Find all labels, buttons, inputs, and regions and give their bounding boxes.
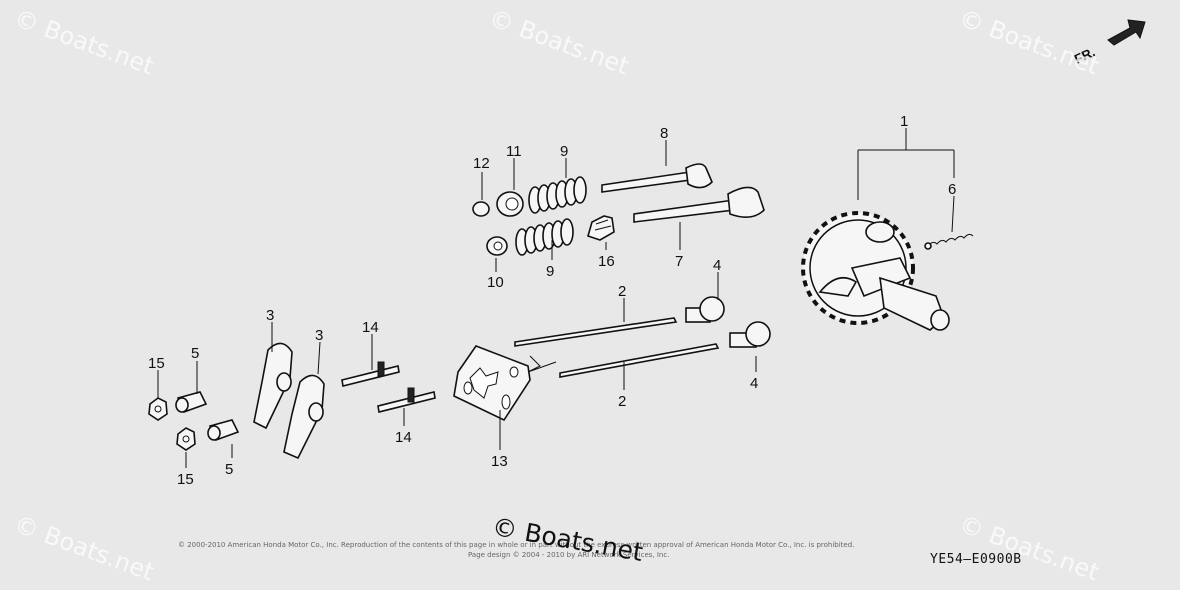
pivot-upper-part[interactable] [175, 391, 208, 414]
callout-1[interactable]: 1 [900, 113, 908, 130]
callout-7[interactable]: 7 [675, 253, 683, 270]
stud-upper-part[interactable] [341, 361, 400, 387]
callout-12[interactable]: 12 [473, 155, 490, 172]
callout-14-upper[interactable]: 14 [362, 319, 379, 336]
tappet-upper-part[interactable] [685, 296, 725, 323]
page-design-line: Page design © 2004 - 2010 by ARI Network… [468, 551, 670, 559]
callout-9-upper[interactable]: 9 [560, 143, 568, 160]
callout-14-lower[interactable]: 14 [395, 429, 412, 446]
valve-spring-upper-part[interactable] [528, 176, 587, 214]
callout-4-upper[interactable]: 4 [713, 257, 721, 274]
decompressor-spring-part[interactable] [924, 233, 974, 250]
tappet-lower-part[interactable] [729, 321, 771, 348]
callout-10[interactable]: 10 [487, 274, 504, 291]
callout-15-lower[interactable]: 15 [177, 471, 194, 488]
leader-lines [157, 128, 955, 468]
callout-6[interactable]: 6 [948, 181, 956, 198]
callout-3-lower[interactable]: 3 [315, 327, 323, 344]
callout-13[interactable]: 13 [491, 453, 508, 470]
callout-4-lower[interactable]: 4 [750, 375, 758, 392]
callout-11[interactable]: 11 [506, 143, 522, 160]
push-rod-lower-part[interactable] [559, 343, 720, 378]
diagram-code: YE54—E0900B [930, 552, 1022, 567]
spring-retainer-part[interactable] [496, 191, 524, 217]
callout-3-upper[interactable]: 3 [266, 307, 274, 324]
callout-9-lower[interactable]: 9 [546, 263, 554, 280]
callout-labels: 1 2 2 3 3 4 4 5 5 6 7 8 9 9 10 11 12 13 … [148, 113, 956, 488]
stud-lower-part[interactable] [377, 387, 436, 413]
rocker-nut-upper-part[interactable] [148, 397, 168, 421]
callout-5-lower[interactable]: 5 [225, 461, 233, 478]
spring-retainer-lower-part[interactable] [486, 236, 508, 256]
callout-8[interactable]: 8 [660, 125, 668, 142]
break-symbol [527, 355, 557, 373]
push-rod-upper-part[interactable] [514, 317, 678, 347]
callout-16[interactable]: 16 [598, 253, 615, 270]
rocker-nut-lower-part[interactable] [176, 427, 196, 451]
exhaust-valve-part[interactable] [601, 163, 713, 193]
rocker-arm-lower-part[interactable] [283, 374, 325, 460]
callout-2-upper[interactable]: 2 [618, 283, 626, 300]
callout-5-upper[interactable]: 5 [191, 345, 199, 362]
callout-15-upper[interactable]: 15 [148, 355, 165, 372]
valve-spring-lower-part[interactable] [515, 218, 574, 256]
pivot-lower-part[interactable] [207, 419, 240, 442]
stem-seal-part[interactable] [587, 215, 615, 241]
camshaft-gear-part[interactable] [801, 211, 950, 331]
rocker-arm-upper-part[interactable] [253, 342, 293, 430]
copyright-line: © 2000-2010 American Honda Motor Co., In… [178, 541, 855, 549]
callout-2-lower[interactable]: 2 [618, 393, 626, 410]
valve-cap-part[interactable] [472, 201, 490, 217]
intake-valve-part[interactable] [633, 186, 765, 223]
push-rod-guide-plate-part[interactable] [453, 345, 531, 422]
